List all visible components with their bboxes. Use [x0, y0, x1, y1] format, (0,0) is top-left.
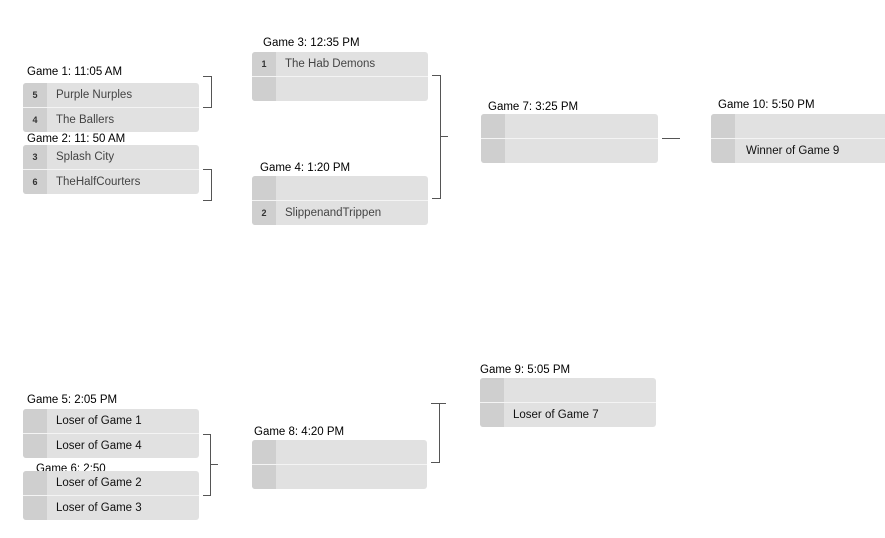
game-9-label: Game 9: 5:05 PM: [480, 364, 571, 376]
game-5-top-slot[interactable]: Loser of Game 1: [23, 409, 199, 433]
game-1-connector: [203, 76, 212, 108]
game-9-connector-top: [431, 403, 440, 463]
seed-badge: [23, 434, 47, 458]
slot-divider: [711, 138, 885, 139]
game-6-bottom-slot[interactable]: Loser of Game 3: [23, 496, 199, 520]
game-3-label: Game 3: 12:35 PM: [263, 37, 360, 49]
team-name: SlippenandTrippen: [285, 207, 382, 219]
seed-badge: [252, 77, 276, 101]
game-6-top-slot[interactable]: Loser of Game 2: [23, 471, 199, 495]
seed-badge: [481, 114, 505, 138]
game-3-top-slot[interactable]: 1 The Hab Demons: [252, 52, 428, 76]
seed-badge: [711, 114, 735, 138]
game-1-label: Game 1: 11:05 AM: [27, 66, 123, 78]
game-10-match: Winner of Game 9: [711, 114, 885, 163]
seed-badge: [252, 176, 276, 200]
game-5-bottom-slot[interactable]: Loser of Game 4: [23, 434, 199, 458]
game-3-4-connector: [432, 75, 441, 199]
game-7-label: Game 7: 3:25 PM: [488, 101, 579, 113]
game-4-match: 2 SlippenandTrippen: [252, 176, 428, 225]
game-9-connector-vertical: [439, 403, 440, 463]
game-4-label: Game 4: 1:20 PM: [260, 162, 351, 174]
game-1-match: 5 Purple Nurples 4 The Ballers: [23, 83, 199, 132]
team-name: The Hab Demons: [285, 58, 376, 70]
game-6-match: Loser of Game 2 Loser of Game 3: [23, 471, 199, 520]
game-4-bottom-slot[interactable]: 2 SlippenandTrippen: [252, 201, 428, 225]
game-3-match: 1 The Hab Demons: [252, 52, 428, 101]
seed-badge: [481, 139, 505, 163]
game-2-connector: [203, 169, 212, 201]
game-1-top-slot[interactable]: 5 Purple Nurples: [23, 83, 199, 107]
team-name: Loser of Game 2: [56, 477, 142, 489]
seed-badge: 1: [252, 52, 276, 76]
slot-divider: [252, 464, 427, 465]
seed-badge: [711, 139, 735, 163]
slot-divider: [23, 107, 199, 108]
seed-badge: 4: [23, 108, 47, 132]
slot-divider: [23, 433, 199, 434]
game-8-bottom-slot[interactable]: [252, 465, 427, 489]
seed-badge: [23, 471, 47, 495]
game-4-top-slot[interactable]: [252, 176, 428, 200]
game-10-bottom-slot[interactable]: Winner of Game 9: [711, 139, 885, 163]
game-1-bottom-slot[interactable]: 4 The Ballers: [23, 108, 199, 132]
game-2-bottom-slot[interactable]: 6 TheHalfCourters: [23, 170, 199, 194]
team-name: Splash City: [56, 151, 115, 163]
game-10-feed-line: [662, 138, 680, 139]
team-name: Loser of Game 4: [56, 440, 142, 452]
seed-badge: [480, 378, 504, 402]
game-9-match: Loser of Game 7: [480, 378, 656, 427]
game-9-feed-line: [439, 403, 446, 404]
seed-badge: 2: [252, 201, 276, 225]
game-5-6-connector: [203, 434, 211, 496]
game-2-top-slot[interactable]: 3 Splash City: [23, 145, 199, 169]
game-8-match: [252, 440, 427, 489]
seed-badge: [252, 440, 276, 464]
slot-divider: [481, 138, 658, 139]
game-9-bottom-slot[interactable]: Loser of Game 7: [480, 403, 656, 427]
game-8-feed-line: [211, 464, 218, 465]
game-10-top-slot[interactable]: [711, 114, 885, 138]
game-7-bottom-slot[interactable]: [481, 139, 658, 163]
team-name: Winner of Game 9: [746, 145, 840, 157]
seed-badge: [480, 403, 504, 427]
game-2-match: 3 Splash City 6 TheHalfCourters: [23, 145, 199, 194]
game-10-label: Game 10: 5:50 PM: [718, 99, 815, 111]
seed-badge: 6: [23, 170, 47, 194]
game-5-match: Loser of Game 1 Loser of Game 4: [23, 409, 199, 458]
slot-divider: [23, 495, 199, 496]
team-name: TheHalfCourters: [56, 176, 141, 188]
team-name: Loser of Game 1: [56, 415, 142, 427]
game-7-feed-line: [441, 136, 448, 137]
team-name: Loser of Game 7: [513, 409, 599, 421]
game-5-label: Game 5: 2:05 PM: [27, 394, 118, 406]
slot-divider: [480, 402, 656, 403]
slot-divider: [252, 200, 428, 201]
game-9-top-slot[interactable]: [480, 378, 656, 402]
seed-badge: 3: [23, 145, 47, 169]
team-name: Loser of Game 3: [56, 502, 142, 514]
game-3-bottom-slot[interactable]: [252, 77, 428, 101]
game-8-top-slot[interactable]: [252, 440, 427, 464]
game-2-label: Game 2: 11: 50 AM: [27, 133, 126, 145]
team-name: The Ballers: [56, 114, 115, 126]
seed-badge: 5: [23, 83, 47, 107]
seed-badge: [23, 409, 47, 433]
seed-badge: [23, 496, 47, 520]
seed-badge: [252, 465, 276, 489]
game-8-label: Game 8: 4:20 PM: [254, 426, 345, 438]
team-name: Purple Nurples: [56, 89, 133, 101]
game-7-match: [481, 114, 658, 163]
slot-divider: [252, 76, 428, 77]
game-9-connector-bottom: [431, 462, 440, 463]
slot-divider: [23, 169, 199, 170]
game-7-top-slot[interactable]: [481, 114, 658, 138]
